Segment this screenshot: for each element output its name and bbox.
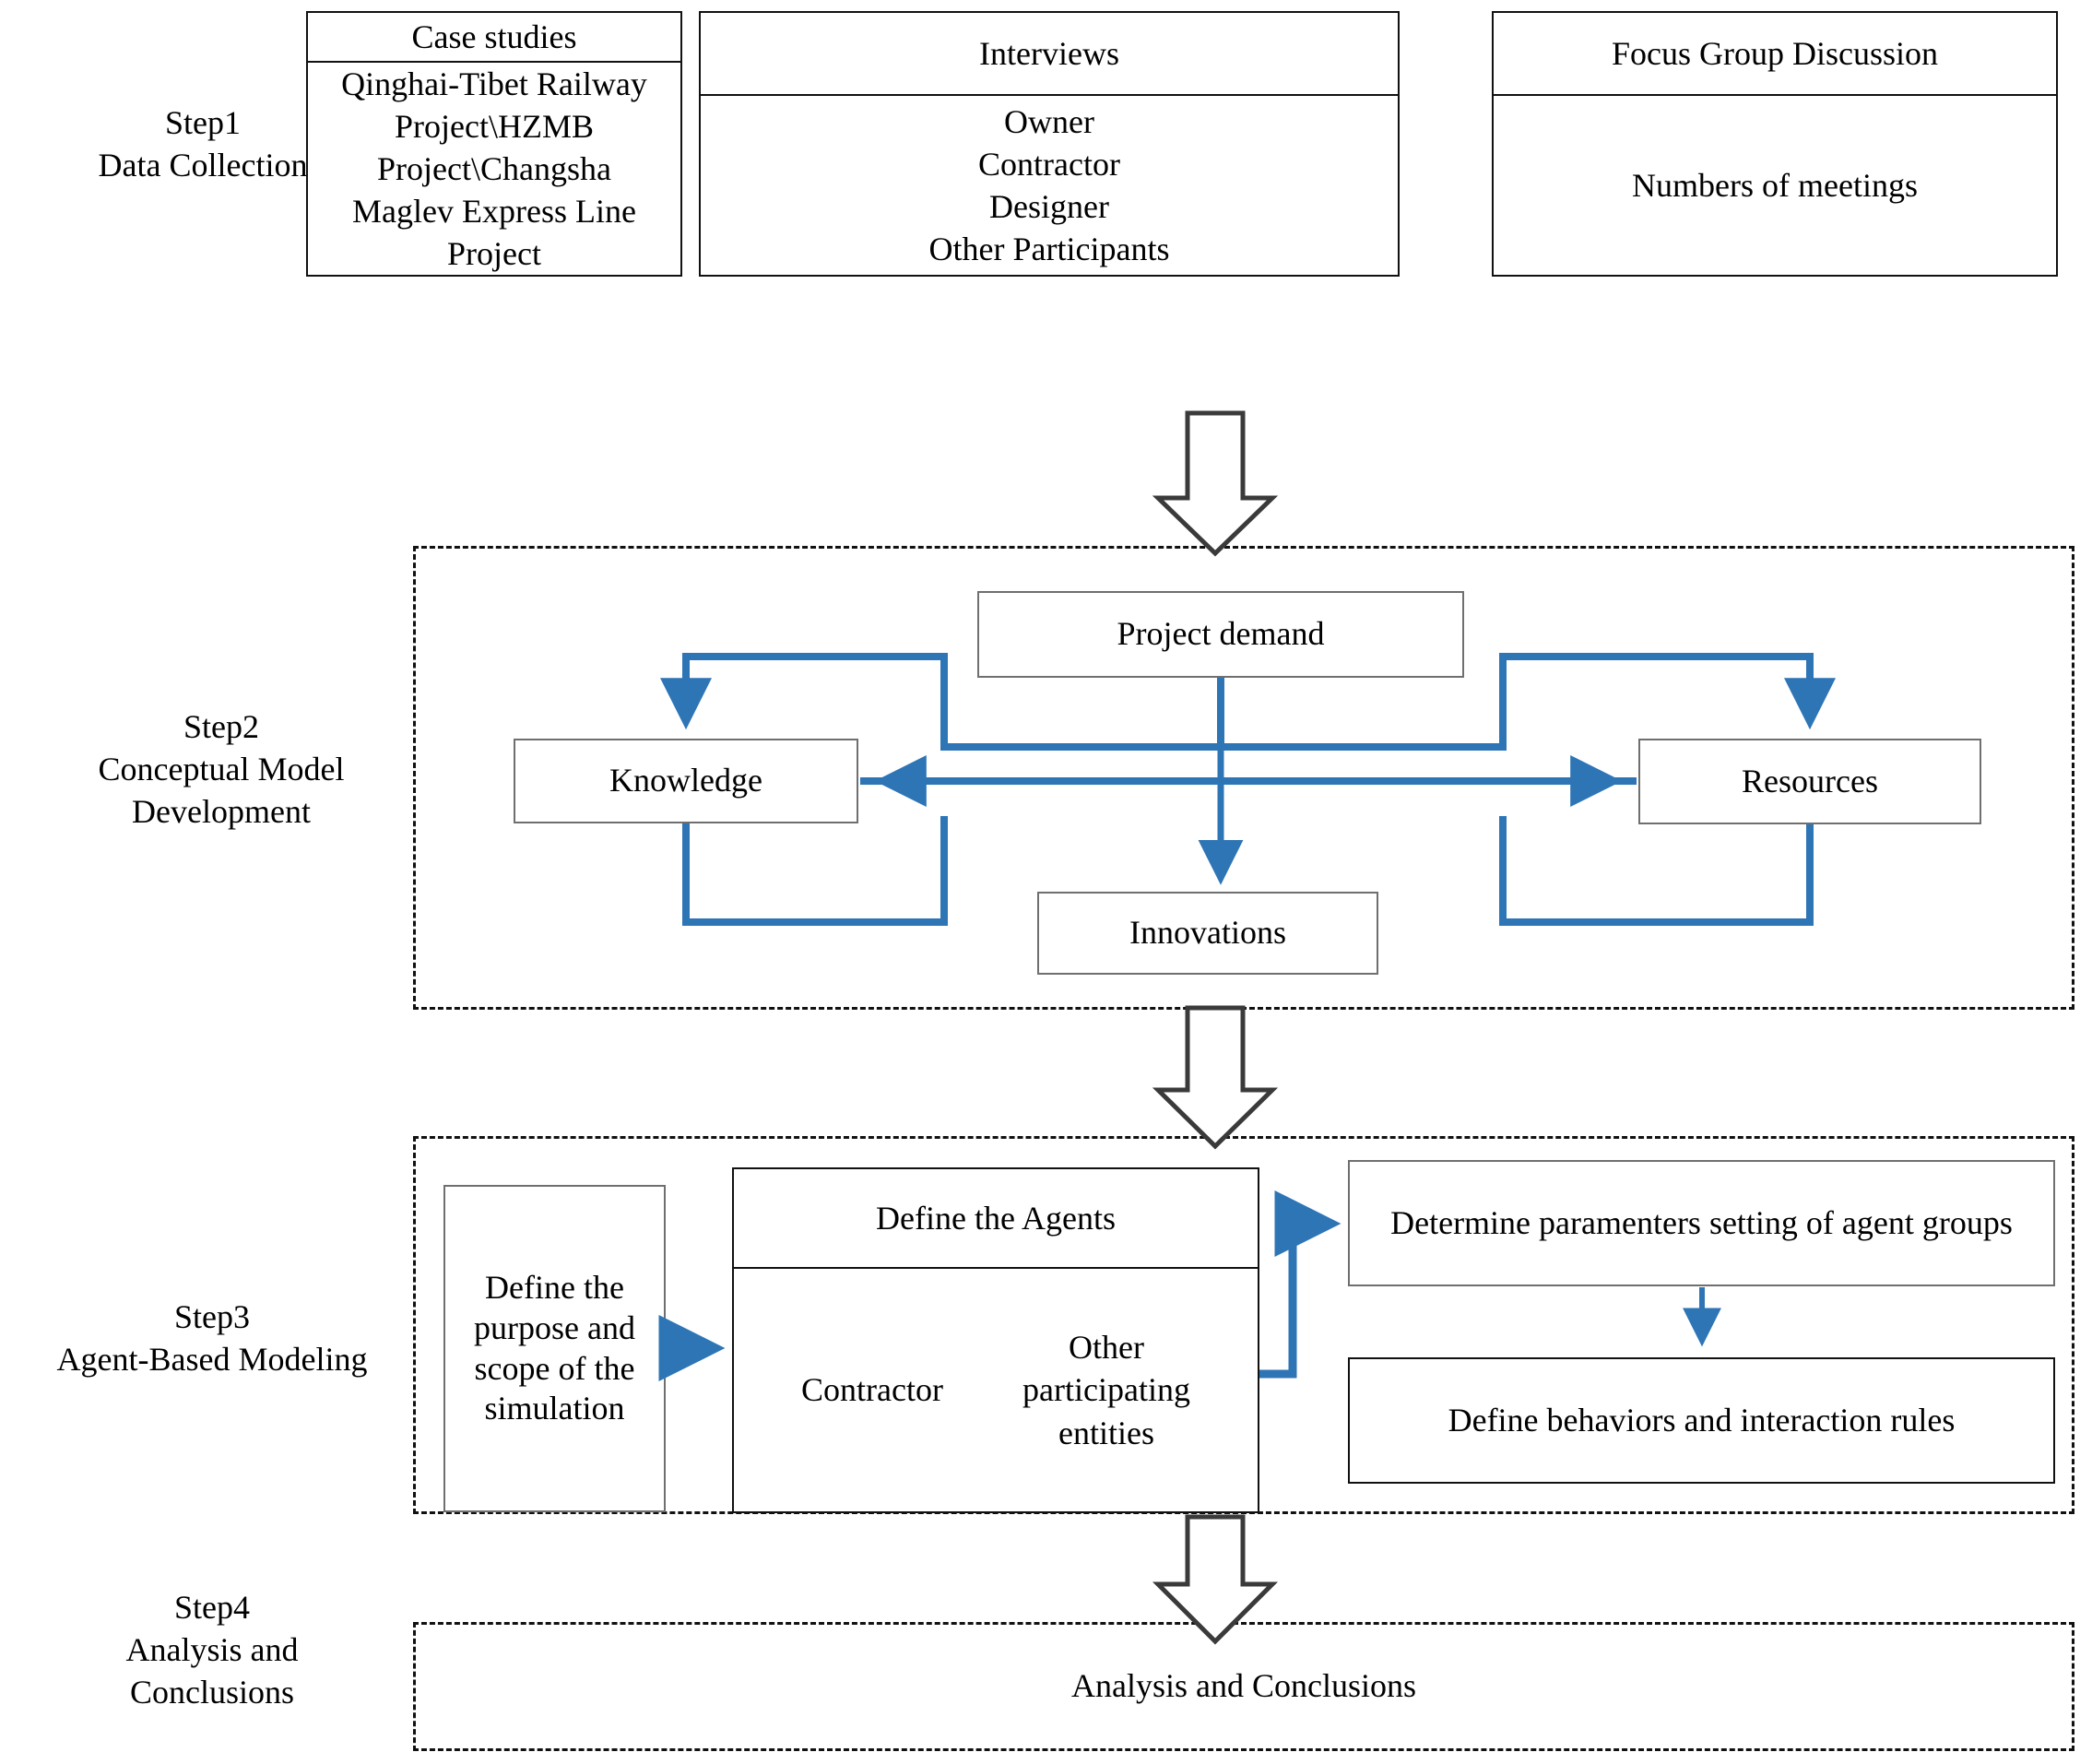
block-arrow-step2-to-step3 (1152, 1005, 1279, 1150)
node-analysis-conclusions: Analysis and Conclusions (1071, 1667, 1416, 1705)
step1-header-focus-group: Focus Group Discussion (1494, 13, 2056, 96)
step1-column-interviews: Interviews Owner Contractor Designer Oth… (699, 11, 1400, 277)
node-project-demand: Project demand (977, 591, 1464, 678)
define-agents-body: Contractor Other participating entities (734, 1269, 1258, 1511)
step-label-step2: Step2 Conceptual Model Development (98, 708, 345, 831)
block-arrow-step1-to-step2 (1152, 410, 1279, 557)
agent-cell-other-entities: Other participating entities (1022, 1329, 1190, 1451)
node-resources: Resources (1638, 739, 1981, 824)
step-label-step3: Step3 Agent-Based Modeling (56, 1298, 368, 1379)
step1-body-focus-group: Numbers of meetings (1632, 166, 1918, 204)
node-determine-parameters: Determine paramenters setting of agent g… (1348, 1160, 2055, 1286)
step1-body-interviews: Owner Contractor Designer Other Particip… (928, 102, 1170, 268)
node-innovations: Innovations (1037, 892, 1378, 975)
step1-column-case-studies: Case studies Qinghai-Tibet Railway Proje… (306, 11, 682, 277)
node-define-the-agents: Define the Agents Contractor Other parti… (732, 1167, 1259, 1513)
step-label-step4: Step4 Analysis and Conclusions (125, 1589, 299, 1711)
define-agents-header: Define the Agents (734, 1169, 1258, 1269)
step1-header-interviews: Interviews (701, 13, 1398, 96)
step1-header-case-studies: Case studies (308, 13, 680, 63)
agent-cell-contractor: Contractor (801, 1371, 943, 1409)
node-define-behaviors: Define behaviors and interaction rules (1348, 1357, 2055, 1484)
node-define-purpose-scope: Define the purpose and scope of the simu… (443, 1185, 666, 1512)
step-label-step1: Step1 Data Collection (98, 104, 308, 184)
step1-column-focus-group: Focus Group Discussion Numbers of meetin… (1492, 11, 2058, 277)
step1-body-case-studies: Qinghai-Tibet Railway Project\HZMB Proje… (341, 65, 647, 272)
node-knowledge: Knowledge (514, 739, 858, 823)
